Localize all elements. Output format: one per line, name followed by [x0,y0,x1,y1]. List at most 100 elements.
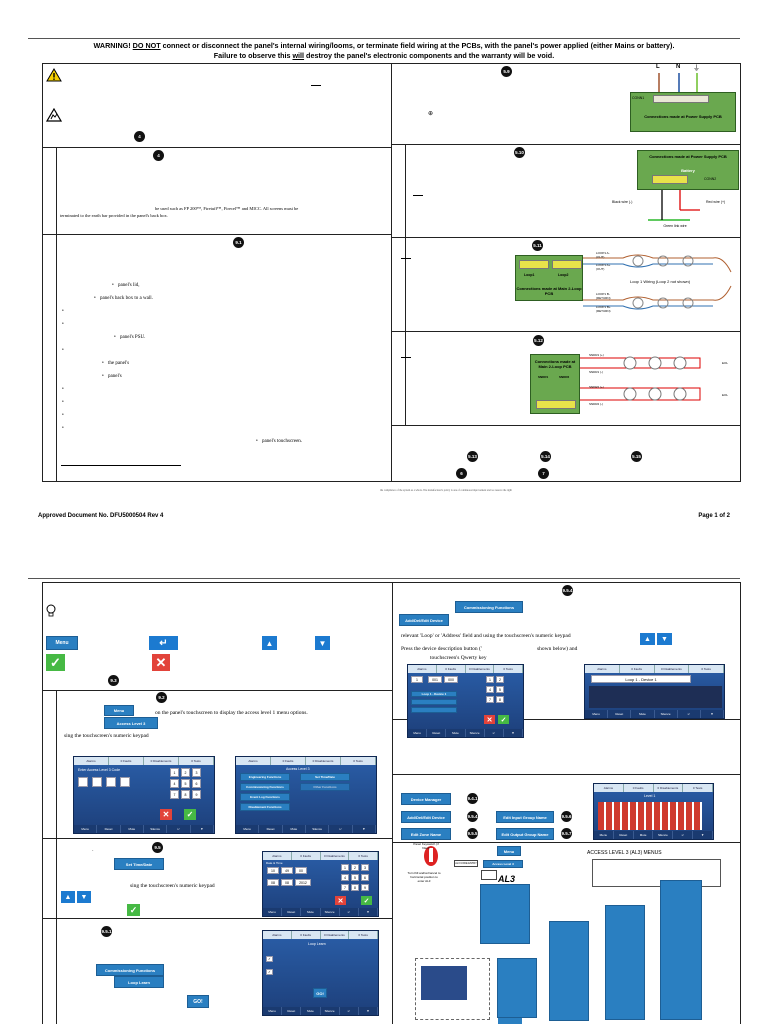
step-badge: 9.1 [233,237,244,248]
battery-wiring [648,190,700,221]
loop1-wiring-label: Loop 1 Wiring (Loop 2 not shown) [630,279,691,284]
add-del-edit-button[interactable]: Add/Del/Edit Device [401,811,451,823]
menu-button[interactable]: Menu [104,705,134,716]
edit-zone-button[interactable]: Edit Zone Name [401,828,451,840]
bullet-item: panel's [102,374,122,379]
accept-check-icon[interactable]: ✓ [127,904,140,916]
warning-icon [46,68,62,82]
press-text: Press the device description button (' [401,646,482,652]
sounder-wiring [580,356,701,401]
step-badge: 5.10 [514,147,525,158]
press-text-2: shown below) and [537,646,578,652]
step-badge: 5.15 [631,451,642,462]
al3-label: AL3 [498,874,516,884]
menu-tree-col4 [660,880,702,1020]
earth-symbol: ⊕ [428,111,434,117]
up-arrow-icon[interactable]: ▲ [262,636,277,650]
set-time-date-button[interactable]: Set Time/Date [114,858,164,870]
edit-output-group-button[interactable]: Edit Output Group Name [496,828,554,840]
compliance-text: the compliance of the system as a whole.… [380,489,512,492]
go-button[interactable]: GO! [187,995,209,1008]
down-arrow-icon[interactable]: ▼ [657,633,672,645]
edit-input-group-button[interactable]: Edit Input Group Name [496,811,554,823]
lightbulb-icon [46,604,56,617]
eol-label: EOL [722,361,729,365]
step-badge: 9.5 [152,842,163,853]
step-badge: 9.5.6 [561,811,572,822]
menu-tree-main [480,884,530,944]
add-del-edit-button[interactable]: Add/Del/Edit Device [399,614,449,626]
step-badge: 9.3 [108,675,119,686]
keyswitch-label: Panel Keyswitch (if fitted) [413,842,439,850]
bullet-item: panel's back box to a wall. [94,296,153,301]
step-badge: 7 [538,468,549,479]
menu-tree-col2 [549,921,589,1021]
turn-key-label: Turn Kill and/or/cancel to horizontal po… [407,871,441,883]
loop-out-b: LOOP1 A+ (OUT) [596,263,611,271]
loop-pcb: Loop1 Loop2 Connections made at Main 2-L… [515,255,583,301]
qwerty-preview-box [415,958,490,1020]
menu-button[interactable]: Menu [497,846,521,856]
up-arrow-icon[interactable]: ▲ [640,633,655,645]
snd-label: SNDR2 (-) [589,402,603,406]
keypad-text: sing the touchscreen's numeric keypad [64,733,149,739]
down-arrow-icon[interactable]: ▼ [77,891,91,903]
bullet-item: panel's touchscreen. [256,439,302,444]
snd-label: SNDR1 (+) [589,353,604,357]
cancel-x-icon[interactable]: ✕ [152,654,170,671]
step-badge: 9.4.1 [467,793,478,804]
menu-tree-col1b [497,958,537,1018]
notes-box [592,859,721,887]
loop-learn-button[interactable]: Loop Learn [114,976,164,988]
mains-earth: ⏚ [693,65,700,72]
sounder-pcb: Connections made at Main 2-Loop PCB SNDR… [530,354,580,414]
accept-check-icon[interactable]: ✓ [46,654,65,671]
bullet-item: panel's PSU. [114,335,145,340]
red-wire-label: Red wire (+) [706,200,726,204]
cable-text: be used such as FP 200™, Firetuff™, Fire… [155,206,299,211]
step-badge: 5.12 [533,335,544,346]
bullet-item: the panel's [102,361,129,366]
eol-label: EOL [722,393,729,397]
access-level-button[interactable]: Access Level 3 [104,717,158,729]
cable-text-2: terminated to the earth bar provided in … [60,213,168,218]
keyswitch-icon [424,846,438,866]
commissioning-button[interactable]: Commissioning Functions [96,964,164,976]
battery-pcb: Connections made at Power Supply PCB Bat… [637,150,739,190]
time-keypad-text: sing the touchscreen's numeric keypad [130,883,215,889]
step-badge: 9.5.1 [101,926,112,937]
esd-icon [46,108,62,122]
up-arrow-icon[interactable]: ▲ [61,891,75,903]
mains-N: N [676,64,681,70]
step-badge: 9.2 [156,692,167,703]
step-badge: 9.5.4 [467,811,478,822]
mains-wires [658,73,698,92]
step-badge: 9.5.5 [467,828,478,839]
black-wire-label: Black wire (-) [612,200,633,204]
device-manager-button[interactable]: Device Manager [401,793,451,805]
access-code-box: AL3 CODE ENTRY [454,860,478,867]
access-text: on the panel's touchscreen to display th… [155,710,308,716]
access-level-box[interactable]: Access Level 3 [483,860,523,868]
snd-label: SNDR1 (-) [589,370,603,374]
step-badge: 4 [134,131,145,142]
menu-button[interactable]: Menu [46,636,78,650]
page2-frame [42,582,741,1024]
menus-title: ACCESS LEVEL 3 (AL3) MENUS [587,850,662,856]
step-badge: 5.13 [467,451,478,462]
enter-icon[interactable]: ↵ [149,636,178,650]
bullet-item: panel's lid, [112,283,140,288]
step-badge: 4 [153,150,164,161]
green-link-label: Green link wire [663,224,687,228]
commissioning-button[interactable]: Commissioning Functions [455,601,523,613]
footer-page-number: Page 1 of 2 [698,513,730,519]
step-badge: 5.11 [532,240,543,251]
down-arrow-icon[interactable]: ▼ [315,636,330,650]
menu-tree-col3 [605,905,645,1020]
